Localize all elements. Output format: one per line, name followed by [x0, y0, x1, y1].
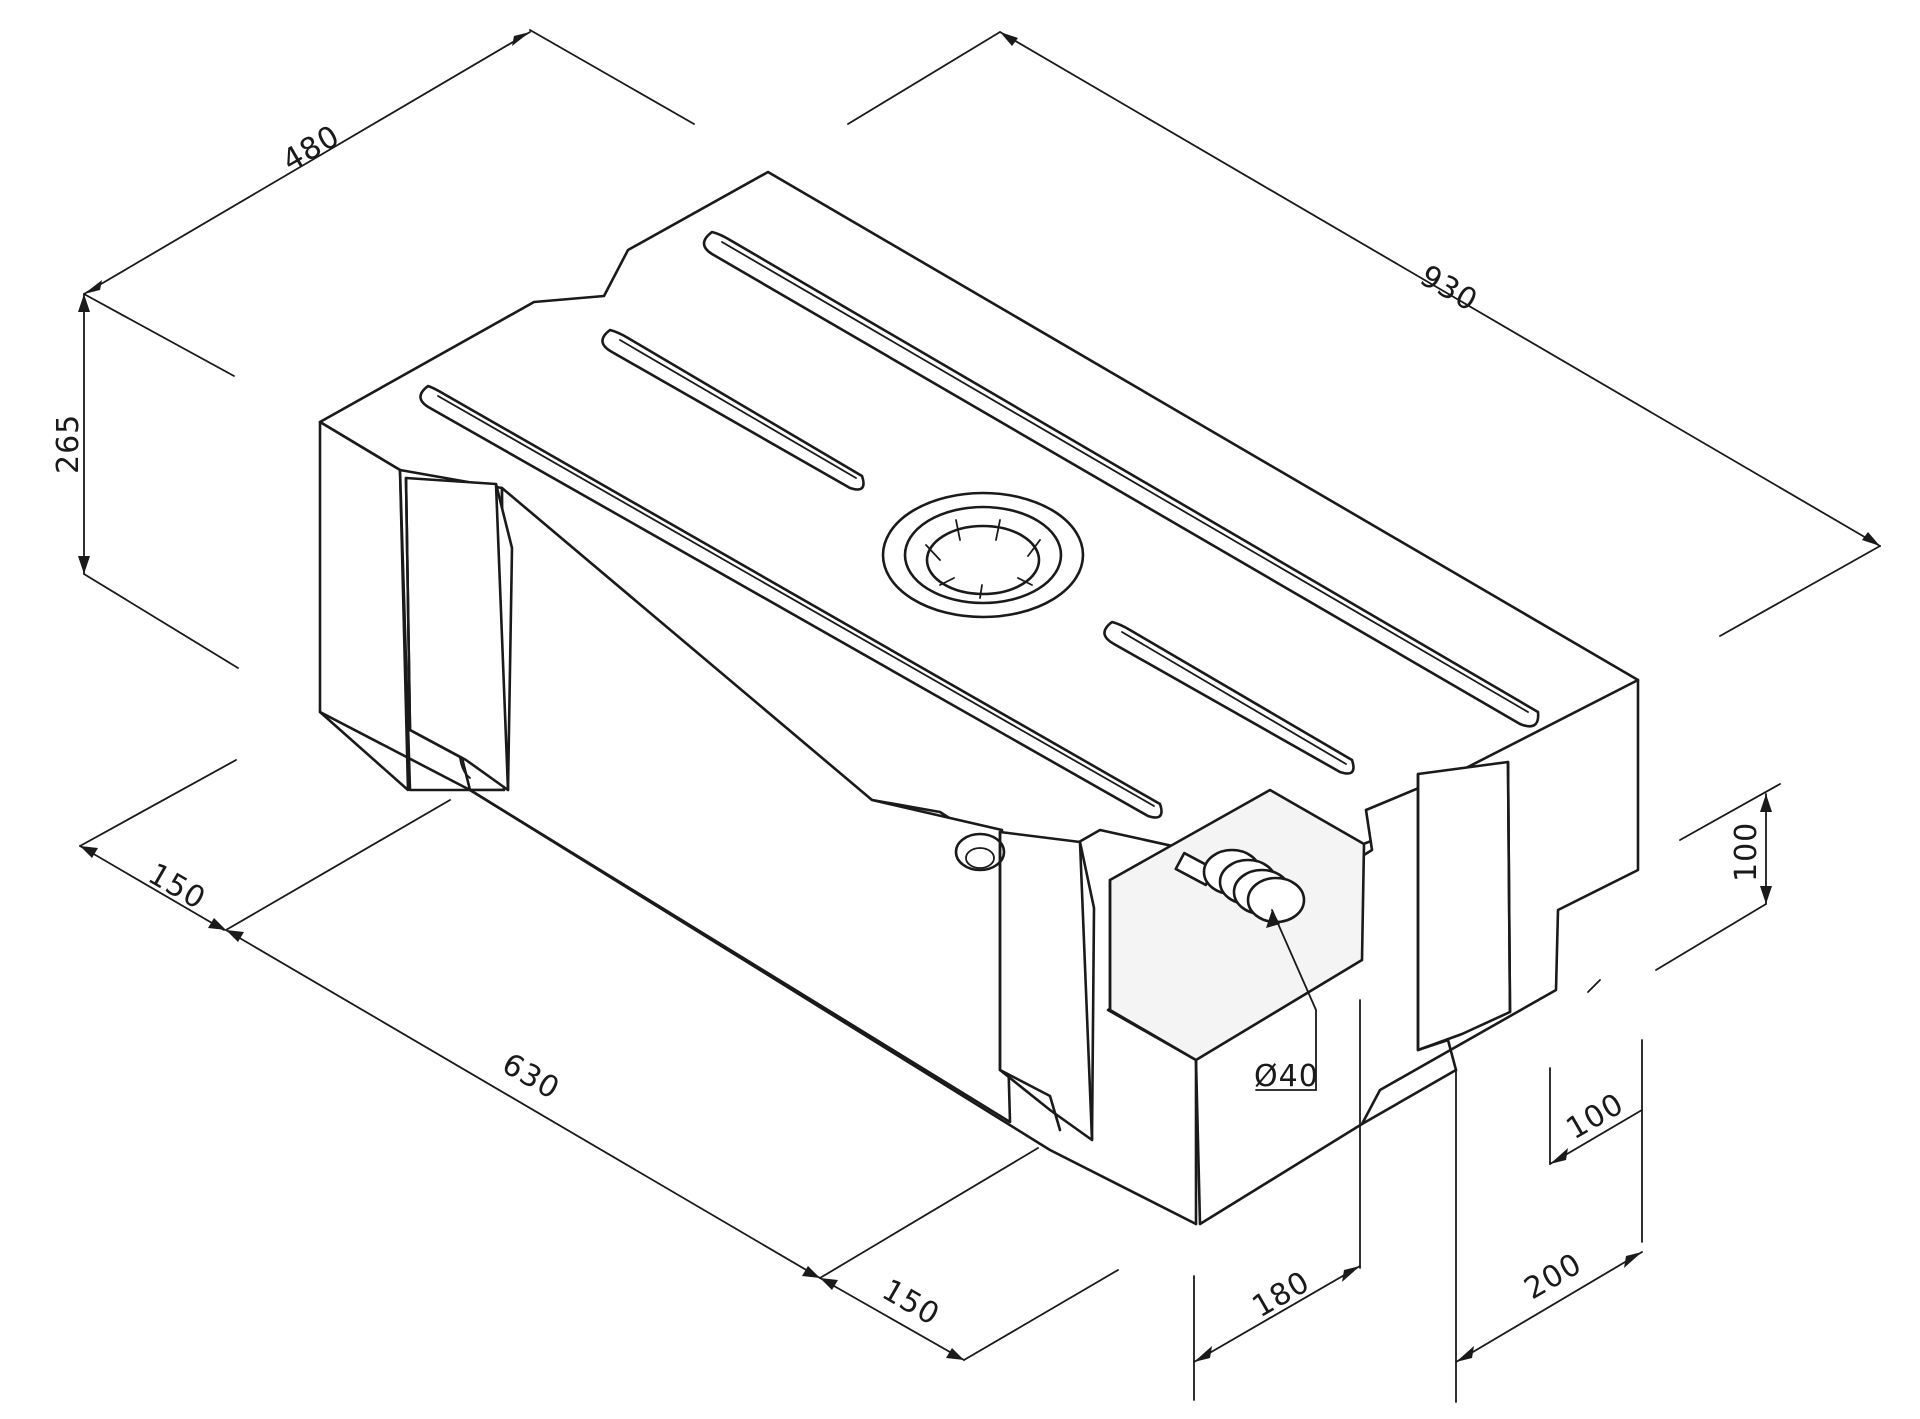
dim-depth-label: 480	[277, 118, 347, 178]
dim-outlet-width-label: 180	[1247, 1264, 1317, 1324]
side-vent-fitting	[954, 832, 1006, 872]
groove-short-right	[1103, 620, 1355, 775]
groove-long-back	[702, 230, 1540, 728]
top-grooves	[419, 230, 1540, 819]
dim-middle-span-label: 630	[496, 1047, 566, 1107]
filler-cap	[881, 491, 1085, 619]
dim-left-offset-label: 150	[142, 857, 212, 917]
notch-right	[1416, 760, 1512, 1052]
dim-end-width-label: 200	[1519, 1246, 1589, 1306]
dimension-lines	[79, 29, 1881, 1403]
tank-left-face	[318, 420, 410, 792]
filler-cap-mid-ring	[903, 505, 1063, 605]
filler-cap-inner-ring	[925, 524, 1041, 596]
outlet-recess-back	[1108, 878, 1198, 1226]
tank-front-main-face	[468, 486, 1012, 1124]
groove-long-front	[419, 384, 1163, 819]
outlet-fittings	[954, 832, 1306, 924]
filler-cap-outer-ring	[881, 491, 1085, 619]
foot-notches	[404, 476, 1512, 1142]
dim-length-label: 930	[1414, 259, 1484, 319]
dim-outlet-diameter-label: Ø40	[1254, 1059, 1319, 1094]
groove-short-left	[601, 328, 865, 491]
outlet-nozzle-large	[1202, 848, 1306, 924]
dimension-arrowheads	[78, 32, 1880, 1362]
dim-notch-height-label: 100	[1729, 822, 1764, 882]
dim-right-offset-label: 150	[876, 1273, 946, 1333]
dim-height-label: 265	[51, 414, 86, 474]
